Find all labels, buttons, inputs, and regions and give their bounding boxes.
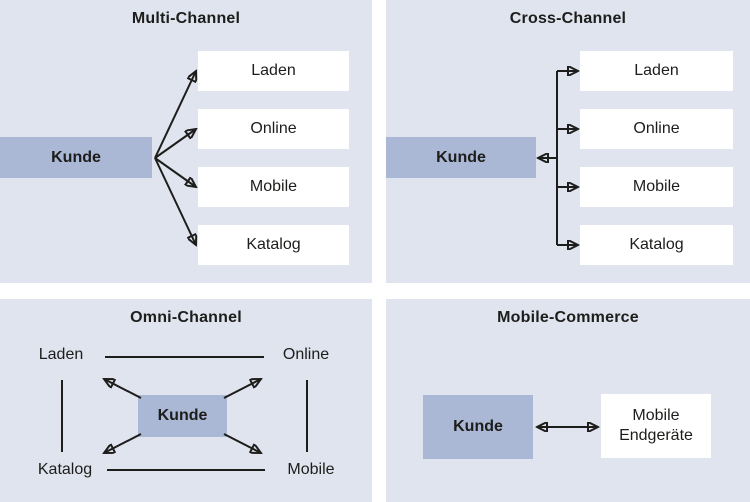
- channel-box-mobile: Mobile: [198, 167, 349, 207]
- channel-label: Laden: [251, 62, 296, 79]
- panel-mobile-commerce: Mobile-Commerce Kunde Mobile Endgeräte: [386, 299, 750, 502]
- customer-label: Kunde: [453, 418, 503, 435]
- panel-omni-channel: Omni-Channel Laden Online Katalog Mobile…: [0, 299, 372, 502]
- customer-box: Kunde: [138, 395, 227, 437]
- channel-label: Mobile: [632, 178, 681, 195]
- channel-label: Laden: [634, 62, 679, 79]
- panel-cross-channel: Cross-Channel Kunde Laden Online Mobile …: [386, 0, 750, 283]
- panel-title: Multi-Channel: [131, 10, 241, 27]
- channel-label: Katalog: [246, 236, 301, 253]
- channel-label: Katalog: [629, 236, 684, 253]
- channel-label-online: Online: [282, 346, 330, 363]
- channel-box-online: Online: [580, 109, 733, 149]
- customer-label: Kunde: [51, 148, 101, 166]
- customer-label: Kunde: [157, 407, 208, 424]
- device-box: Mobile Endgeräte: [601, 394, 711, 458]
- channel-box-katalog: Katalog: [198, 225, 349, 265]
- channel-box-laden: Laden: [198, 51, 349, 91]
- device-label: Mobile Endgeräte: [619, 407, 693, 444]
- channel-box-katalog: Katalog: [580, 225, 733, 265]
- customer-box: Kunde: [386, 137, 536, 178]
- channel-label: Online: [633, 120, 680, 137]
- channel-label: Online: [250, 120, 297, 137]
- panel-multi-channel: Multi-Channel Kunde Laden Online Mobile …: [0, 0, 372, 283]
- panel-title: Cross-Channel: [509, 10, 627, 27]
- customer-label: Kunde: [436, 148, 486, 166]
- customer-box: Kunde: [423, 395, 533, 459]
- channel-label-katalog: Katalog: [37, 461, 93, 478]
- channel-box-laden: Laden: [580, 51, 733, 91]
- channel-box-mobile: Mobile: [580, 167, 733, 207]
- channel-label: Mobile: [249, 178, 298, 195]
- channel-label-laden: Laden: [38, 346, 84, 363]
- customer-box: Kunde: [0, 137, 152, 178]
- channel-label-mobile: Mobile: [287, 461, 335, 478]
- panel-title: Omni-Channel: [130, 309, 242, 326]
- channel-box-online: Online: [198, 109, 349, 149]
- panel-title: Mobile-Commerce: [497, 309, 639, 326]
